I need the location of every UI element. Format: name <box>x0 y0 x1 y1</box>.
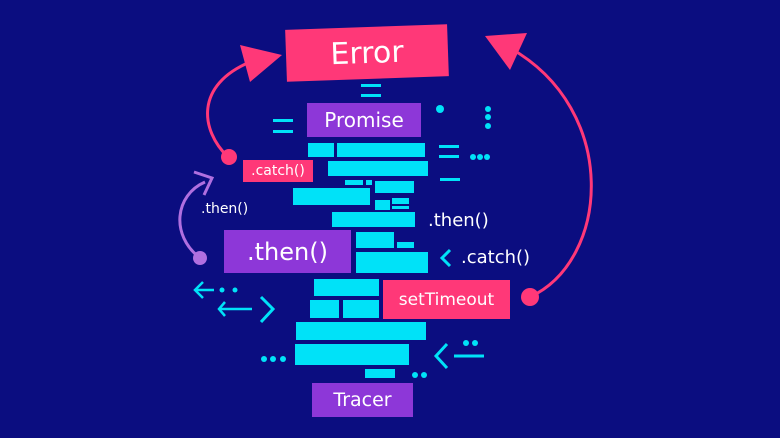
catch-small-label: .catch() <box>243 160 313 182</box>
code-block <box>293 188 370 205</box>
promise-label: Promise <box>307 103 421 137</box>
right-pink-arrowhead <box>485 33 527 70</box>
left-pink-arrowhead <box>240 45 282 82</box>
code-block <box>375 181 414 193</box>
then-right-text: .then() <box>428 210 489 231</box>
code-block <box>392 198 409 204</box>
cyan-glyphs <box>193 84 491 378</box>
code-block <box>295 344 409 365</box>
code-block <box>337 143 425 157</box>
then-big-label: .then() <box>224 230 351 273</box>
code-block <box>375 200 390 210</box>
code-block <box>332 212 415 227</box>
left-pink-arrow <box>206 60 251 159</box>
code-block <box>343 300 379 318</box>
tracer-label: Tracer <box>312 383 413 417</box>
code-block <box>356 252 428 273</box>
error-label: Error <box>285 24 449 82</box>
code-block <box>328 161 428 176</box>
purple-arrow <box>178 180 206 260</box>
code-block <box>365 369 395 378</box>
code-block <box>366 180 372 185</box>
code-block <box>310 300 339 318</box>
then-small-text: .then() <box>201 201 249 217</box>
settimeout-label: setTimeout <box>383 280 510 319</box>
right-pink-arrow <box>509 46 593 299</box>
code-block <box>308 143 334 157</box>
purple-arrowhead <box>193 170 215 196</box>
code-block <box>356 232 394 248</box>
code-block <box>314 279 379 296</box>
code-block <box>397 242 414 248</box>
left-pink-dot <box>221 149 237 165</box>
code-block <box>296 322 426 340</box>
catch-right-text: .catch() <box>461 247 531 268</box>
purple-dot <box>193 251 207 265</box>
right-pink-dot <box>521 288 539 306</box>
code-block <box>345 180 363 185</box>
code-block <box>392 206 409 209</box>
